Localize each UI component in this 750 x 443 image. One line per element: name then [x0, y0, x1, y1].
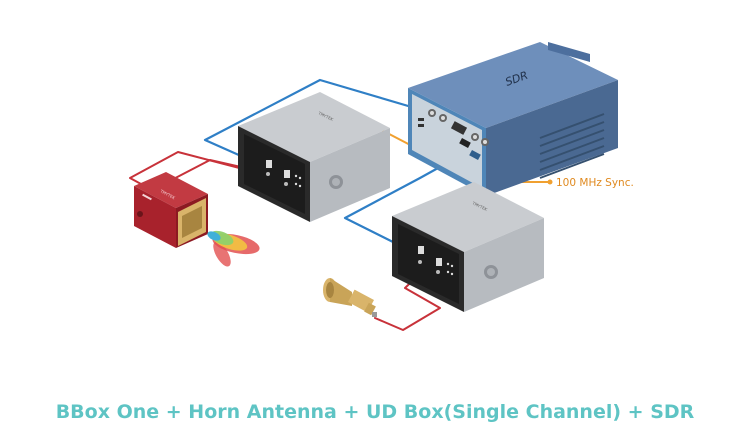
- ud-box-1: TMYTEK: [238, 92, 390, 222]
- sdr-unit: SDR: [408, 42, 618, 196]
- diagram-caption: BBox One + Horn Antenna + UD Box(Single …: [55, 401, 695, 423]
- sync-label: 100 MHz Sync.: [556, 177, 634, 189]
- system-diagram: SDR TMYTEK: [129, 42, 634, 331]
- bbox-one: TMYTEK: [134, 172, 208, 248]
- horn-antenna: [323, 278, 377, 317]
- radiation-pattern: [207, 230, 260, 267]
- sync-annotation: 100 MHz Sync.: [547, 177, 634, 189]
- blue-cable-sdr-to-ud1: [203, 78, 434, 170]
- ud-box-2: TMYTEK: [392, 182, 544, 312]
